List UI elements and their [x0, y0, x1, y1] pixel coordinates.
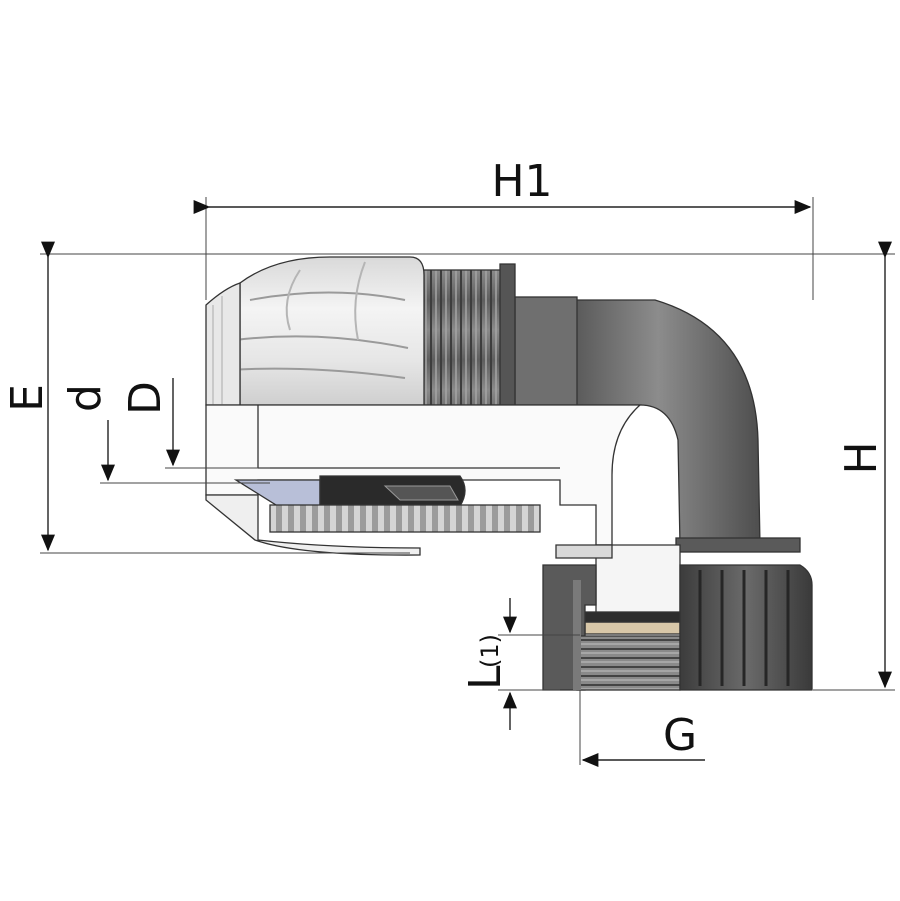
g-label: G [663, 710, 697, 761]
h-label: H [836, 441, 887, 474]
gasket [584, 621, 681, 635]
d-large-label: D [120, 381, 171, 415]
section-thread-lower [269, 504, 541, 533]
cap-ribs [227, 291, 409, 379]
h1-label: H1 [491, 156, 552, 207]
cap-lower-lip [205, 494, 421, 556]
bottom-flange [675, 537, 801, 553]
elbow-body [574, 299, 761, 546]
e-label: E [2, 384, 53, 412]
thread-stop [499, 263, 516, 406]
female-thread [576, 635, 681, 691]
cap-nut [239, 256, 425, 406]
l-sub-label: (1) [476, 634, 504, 668]
cap-front [205, 282, 241, 406]
extension-lines [40, 197, 895, 765]
elbow-collar [514, 296, 578, 406]
l-label: L [460, 665, 511, 690]
d-small-label: d [60, 384, 111, 412]
bottom-nut [679, 564, 813, 691]
